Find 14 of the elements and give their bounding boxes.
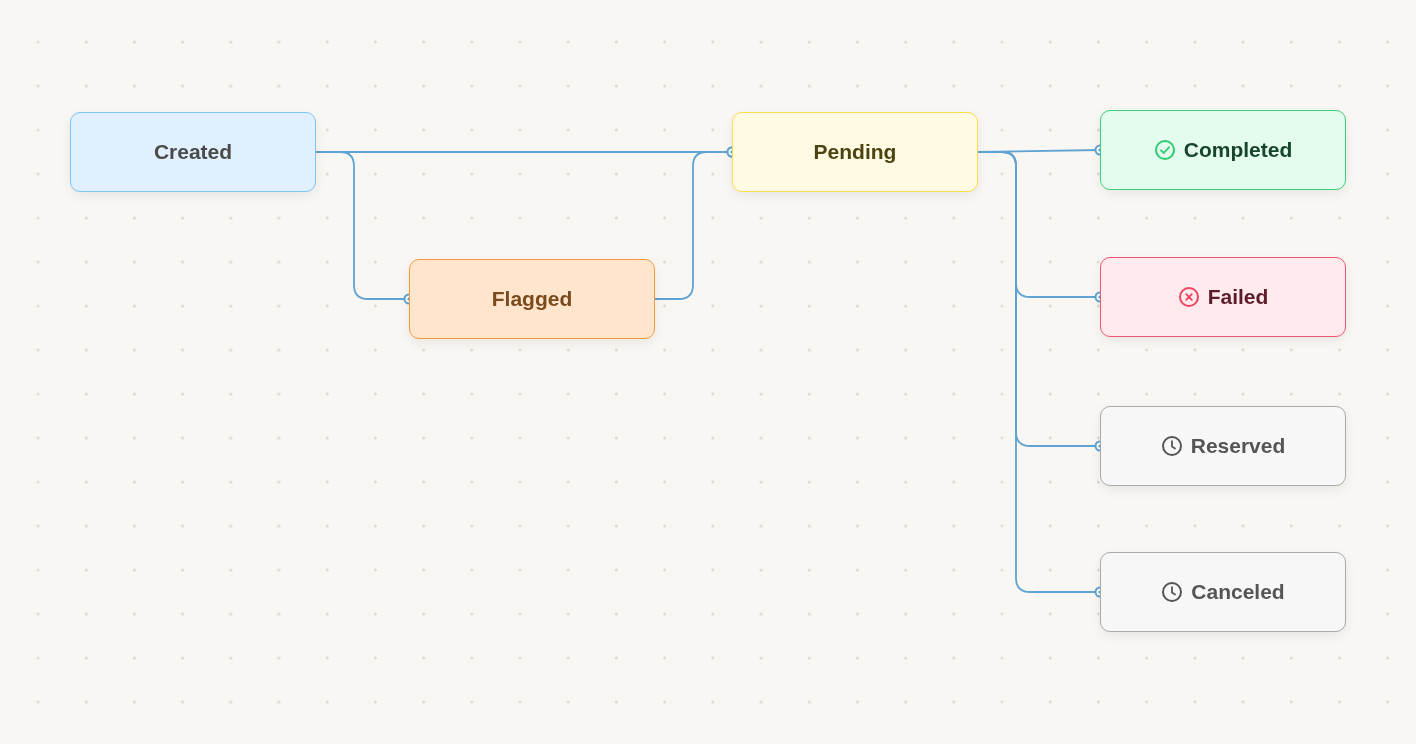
- state-label: Created: [153, 140, 233, 164]
- state-label: Pending: [813, 140, 897, 164]
- state-label: Completed: [1183, 138, 1293, 162]
- state-label: Canceled: [1191, 580, 1285, 604]
- state-box: [409, 259, 655, 339]
- state-box: [732, 112, 978, 192]
- state-box: [1100, 552, 1346, 632]
- state-label: Flagged: [491, 287, 573, 311]
- state-box: [1100, 406, 1346, 486]
- state-label: Failed: [1207, 285, 1269, 309]
- state-box: [70, 112, 316, 192]
- state-label: Reserved: [1190, 434, 1286, 458]
- state-box: [1100, 110, 1346, 190]
- state-box: [1100, 257, 1346, 337]
